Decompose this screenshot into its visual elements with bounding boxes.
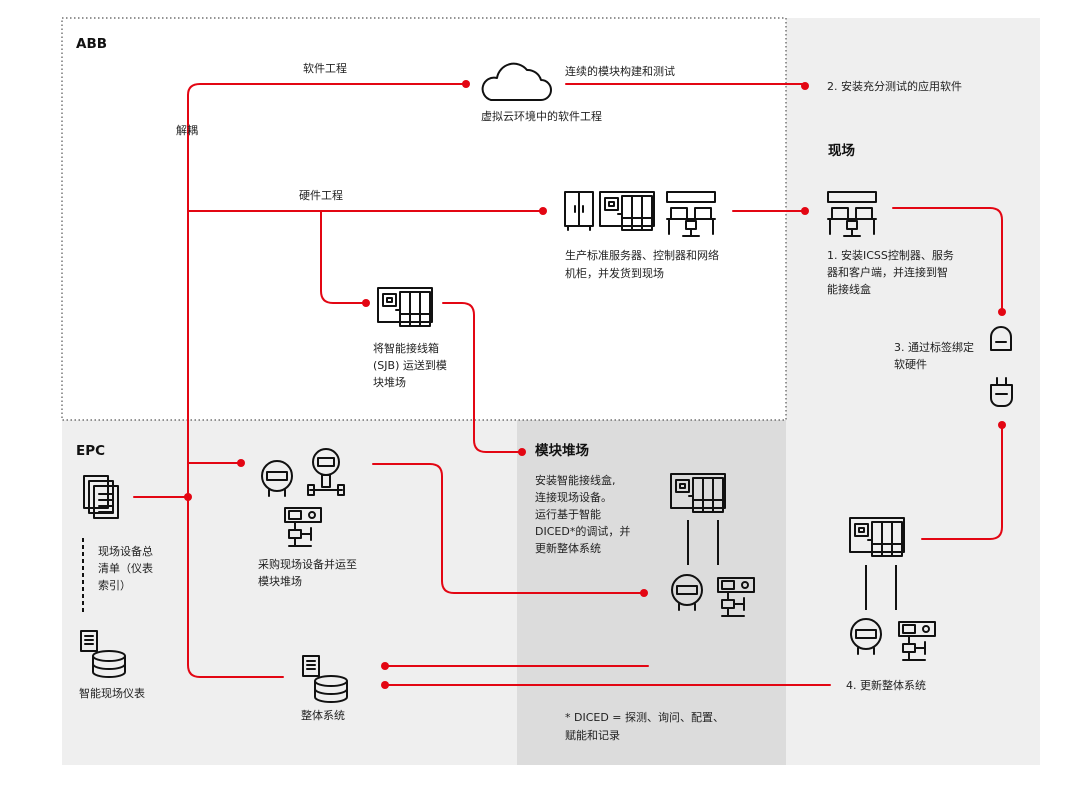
site-zone <box>786 18 1040 765</box>
label-step2: 2. 安装充分测试的应用软件 <box>827 79 962 93</box>
label-step3-1: 3. 通过标签绑定 <box>894 340 974 354</box>
server-cabinet-icon <box>564 191 594 231</box>
label-produce-cabinets-2: 机柜，并发货到现场 <box>565 266 664 280</box>
label-yard-desc-1: 安装智能接线盒, <box>535 473 616 487</box>
label-smart-instruments: 智能现场仪表 <box>79 686 145 700</box>
zone-title-abb: ABB <box>76 36 107 52</box>
plug-icon <box>990 377 1013 407</box>
label-device-list-1: 现场设备总 <box>98 544 153 558</box>
label-device-list-3: 索引） <box>98 578 131 592</box>
zone-title-yard: 模块堆场 <box>535 442 589 459</box>
cloud-icon <box>481 62 552 101</box>
label-virtual-cloud: 虚拟云环境中的软件工程 <box>481 109 602 123</box>
label-sjb-3: 块堆场 <box>373 375 406 389</box>
label-yard-desc-2: 连接现场设备。 <box>535 490 612 504</box>
zone-title-epc: EPC <box>76 443 105 459</box>
label-step1-3: 能接线盒 <box>827 282 871 296</box>
label-step1-2: 器和客户端，并连接到智 <box>827 265 948 279</box>
label-yard-desc-3: 运行基于智能 <box>535 507 601 521</box>
label-produce-cabinets-1: 生产标准服务器、控制器和网络 <box>565 248 719 262</box>
device-connectors <box>82 520 897 612</box>
abb-zone-border <box>61 17 787 421</box>
label-yard-desc-4: DICED*的调试，并 <box>535 524 630 538</box>
rfid-tag-icon <box>990 326 1012 351</box>
label-continuous-build: 连续的模块构建和测试 <box>565 64 675 78</box>
label-footnote-1: * DICED = 探测、询问、配置、 <box>565 711 724 724</box>
document-stack-icon <box>83 475 119 519</box>
flow-dots <box>184 80 1006 689</box>
label-yard-desc-5: 更新整体系统 <box>535 541 601 555</box>
label-step3-2: 软硬件 <box>894 357 927 371</box>
label-procure-2: 模块堆场 <box>258 574 302 588</box>
label-footnote-2: 赋能和记录 <box>565 728 620 742</box>
label-step1-1: 1. 安装ICSS控制器、服务 <box>827 248 954 262</box>
label-device-list-2: 清单（仪表 <box>98 561 153 575</box>
label-hardware-eng: 硬件工程 <box>299 189 343 202</box>
label-procure-1: 采购现场设备并运至 <box>258 557 357 571</box>
label-sjb-2: (SJB) 运送到模 <box>373 358 447 372</box>
controller-rack-icon <box>599 191 655 231</box>
zone-title-site: 现场 <box>828 143 855 159</box>
workstation-icon <box>666 191 716 237</box>
label-step4: 4. 更新整体系统 <box>846 678 926 692</box>
label-overall-system: 整体系统 <box>301 708 345 722</box>
junction-box-icon <box>377 287 433 327</box>
flow-lines <box>133 83 1003 686</box>
label-sjb-1: 将智能接线箱 <box>373 341 439 355</box>
label-software-eng: 软件工程 <box>303 61 347 75</box>
label-decouple: 解耦 <box>176 123 198 137</box>
